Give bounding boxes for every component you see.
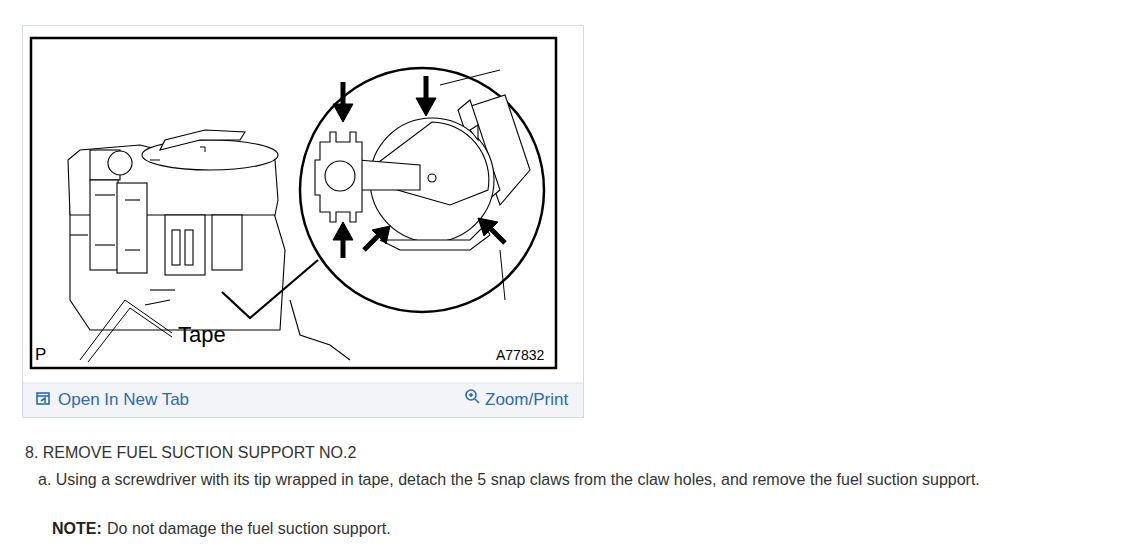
figure-number: A77832 — [496, 347, 544, 364]
note-label: NOTE: — [52, 519, 102, 538]
toolbar-link: Zoom/Print — [485, 390, 568, 410]
step-instruction: a. Using a screwdriver with its tip wrap… — [38, 470, 980, 489]
step-heading: 8. REMOVE FUEL SUCTION SUPPORT NO.2 — [25, 443, 356, 462]
part-label: Tape — [178, 322, 226, 348]
toolbar-link: Open In New Tab — [58, 390, 189, 410]
figure-mark: P — [35, 345, 46, 365]
note-text: Do not damage the fuel suction support. — [107, 519, 391, 538]
